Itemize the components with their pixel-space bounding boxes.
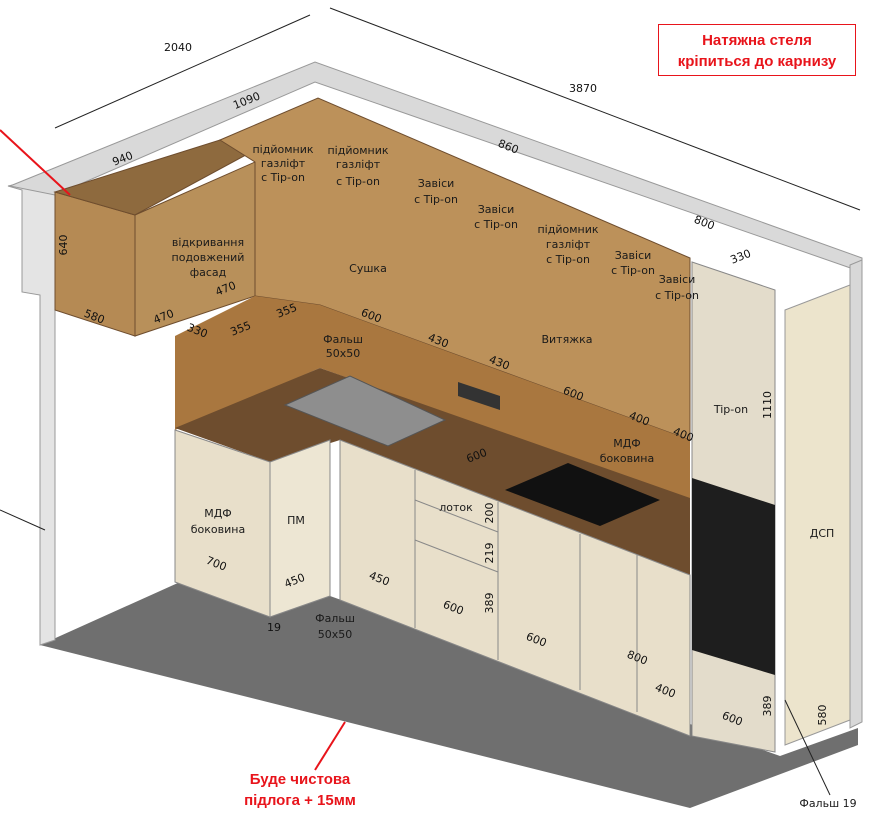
label-hinges-2a: Завіси (478, 203, 515, 216)
label-mdf-side-right-2: боковина (600, 452, 654, 465)
label-hinges-4a: Завіси (659, 273, 696, 286)
label-gaslift-1b: газліфт (261, 157, 306, 170)
ceiling-note-line-1: Натяжна стеля (702, 32, 812, 49)
label-mdf-side-left-1: МДФ (204, 507, 232, 520)
dim-1110: 1110 (761, 391, 774, 419)
label-extended-facade-1: відкривання (172, 236, 244, 249)
sink (283, 375, 447, 447)
oven (692, 478, 775, 675)
label-gaslift-2c: с Tip-on (336, 175, 380, 188)
label-extended-facade-2: подовжений (172, 251, 245, 264)
label-mdf-side-left-2: боковина (191, 523, 245, 536)
left-wall (7, 175, 56, 646)
label-hinges-3a: Завіси (615, 249, 652, 262)
sockets (458, 382, 500, 410)
cooktop (505, 463, 660, 526)
dishwasher-front (269, 439, 331, 618)
red-arrow-floor (314, 721, 346, 771)
label-chipboard: ДСП (810, 527, 835, 540)
chipboard-side-panel (784, 284, 851, 746)
label-false-19: Фальш 19 (799, 797, 856, 810)
backsplash (175, 296, 690, 500)
label-dryer: Сушка (349, 262, 387, 275)
label-mdf-side-right-1: МДФ (613, 437, 641, 450)
label-tray: лоток (439, 501, 473, 514)
label-gaslift-2a: підйомник (327, 144, 388, 157)
floor-note-line-2: підлога + 15мм (244, 792, 356, 809)
dim-19: 19 (267, 621, 281, 634)
dim-3870: 3870 (569, 82, 597, 95)
base-cabinets-front (339, 439, 691, 737)
label-tip-on: Tip-on (713, 403, 748, 416)
ceiling-note-box: Натяжна стеля кріпиться до карнизу (658, 24, 856, 76)
label-gaslift-1c: с Tip-on (261, 171, 305, 184)
label-false-panel-bottom-1: Фальш (315, 612, 355, 625)
label-hinges-4b: с Tip-on (655, 289, 699, 302)
floor-note-line-1: Буде чистова (250, 771, 351, 788)
label-dishwasher: ПМ (287, 514, 305, 527)
dim-640: 640 (57, 235, 70, 256)
label-hinges-2b: с Tip-on (474, 218, 518, 231)
label-gaslift-3c: с Tip-on (546, 253, 590, 266)
dim-389-drawer: 389 (483, 593, 496, 614)
dim-330-top: 330 (729, 247, 753, 267)
label-false-panel-top-2: 50x50 (326, 347, 361, 360)
label-hinges-1a: Завіси (418, 177, 455, 190)
dim-200: 200 (483, 503, 496, 524)
red-arrow-top (0, 129, 71, 196)
label-false-panel-top-1: Фальш (323, 333, 363, 346)
label-hinges-3b: с Tip-on (611, 264, 655, 277)
dim-2040: 2040 (164, 41, 192, 54)
dim-219: 219 (483, 543, 496, 564)
dim-580-side: 580 (816, 705, 829, 726)
leader-false-19 (784, 699, 831, 796)
dim-389-tall: 389 (761, 696, 774, 717)
label-extended-facade-3: фасад (190, 266, 227, 279)
label-hinges-1b: с Tip-on (414, 193, 458, 206)
right-wall-edge (849, 259, 863, 729)
label-gaslift-3b: газліфт (546, 238, 591, 251)
label-gaslift-1a: підйомник (252, 143, 313, 156)
label-false-panel-bottom-2: 50x50 (318, 628, 353, 641)
label-gaslift-3a: підйомник (537, 223, 598, 236)
floor (40, 582, 858, 808)
label-gaslift-2b: газліфт (336, 158, 381, 171)
label-hood: Витяжка (541, 333, 592, 346)
countertop (175, 368, 690, 575)
ceiling-note-line-2: кріпиться до карнизу (677, 53, 837, 70)
